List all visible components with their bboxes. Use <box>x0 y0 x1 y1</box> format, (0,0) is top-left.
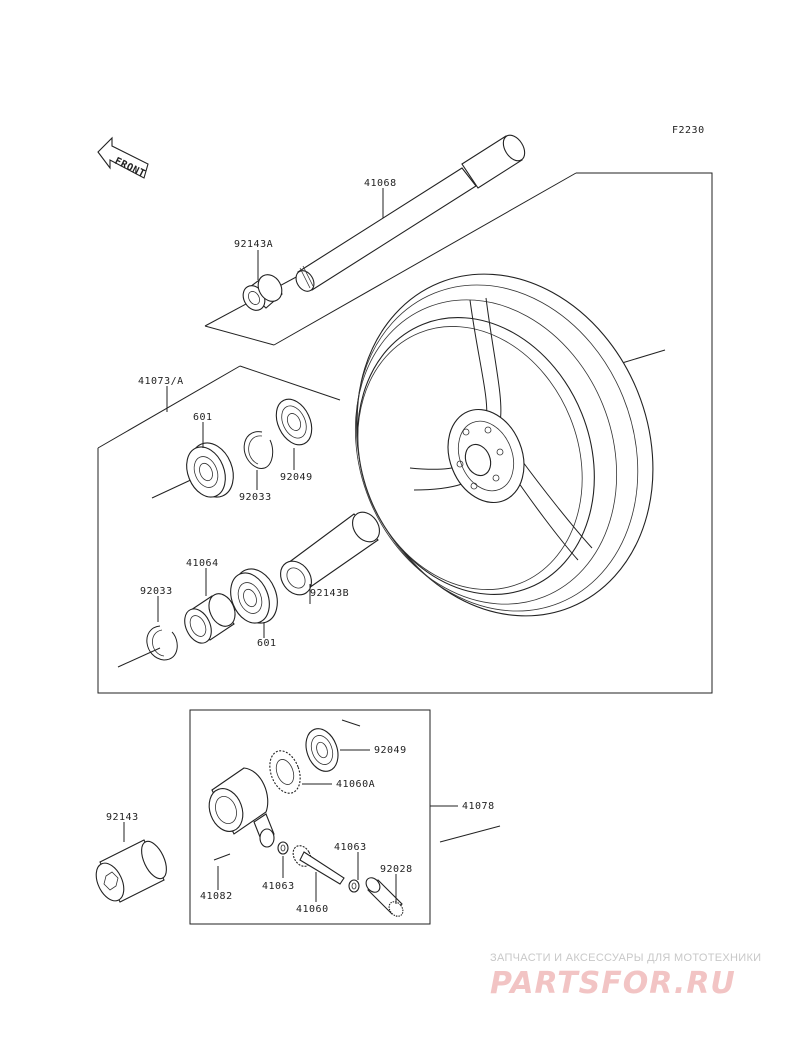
label-92143: 92143 <box>106 812 139 823</box>
front-wheel <box>354 273 654 617</box>
label-92028: 92028 <box>380 864 413 875</box>
circlip-92033-bottom <box>146 625 178 661</box>
front-arrow-icon: FRONT <box>97 136 149 180</box>
washer-41063-left <box>277 841 289 855</box>
watermark-logo: PARTSFOR.RU <box>490 966 736 1001</box>
seal-92049-box <box>305 728 339 772</box>
socket-92143 <box>95 839 167 903</box>
gearbox-housing <box>208 767 275 848</box>
spacer-92143a <box>242 274 283 311</box>
label-92049-box: 92049 <box>374 745 407 756</box>
circlip-92033-top <box>243 431 274 469</box>
label-41068: 41068 <box>364 178 397 189</box>
speedometer-gear-box <box>189 709 501 925</box>
label-92049-top: 92049 <box>280 472 313 483</box>
bearing-601-top <box>186 442 234 498</box>
collar-92143b <box>280 511 380 596</box>
label-41082: 41082 <box>200 891 233 902</box>
label-601-bottom: 601 <box>257 638 277 649</box>
label-92143a: 92143A <box>234 239 273 250</box>
label-41073a: 41073/A <box>138 376 184 387</box>
gear-41060a <box>269 750 301 794</box>
watermark-tagline: ЗАПЧАСТИ И АКСЕССУАРЫ ДЛЯ МОТОТЕХНИКИ <box>490 952 762 964</box>
leader-lines <box>123 188 397 904</box>
bushing-92028 <box>365 877 404 917</box>
label-601-top: 601 <box>193 412 213 423</box>
label-92143b: 92143B <box>310 588 349 599</box>
pin-41082 <box>213 853 231 861</box>
label-41063-left: 41063 <box>262 881 295 892</box>
bearing-601-bottom <box>230 568 278 624</box>
seal-92049-top <box>275 398 313 446</box>
pinion-41060 <box>292 845 345 885</box>
washer-41063-right <box>348 879 360 893</box>
label-41078: 41078 <box>462 801 495 812</box>
label-41064: 41064 <box>186 558 219 569</box>
label-41060a: 41060A <box>336 779 375 790</box>
main-assembly-outline <box>97 172 713 694</box>
label-41063-right: 41063 <box>334 842 367 853</box>
label-41060: 41060 <box>296 904 329 915</box>
label-92033-bottom: 92033 <box>140 586 173 597</box>
label-92033-top: 92033 <box>239 492 272 503</box>
axle-41068 <box>295 134 526 292</box>
figure-code: F2230 <box>672 125 705 136</box>
collar-41064 <box>184 593 236 644</box>
